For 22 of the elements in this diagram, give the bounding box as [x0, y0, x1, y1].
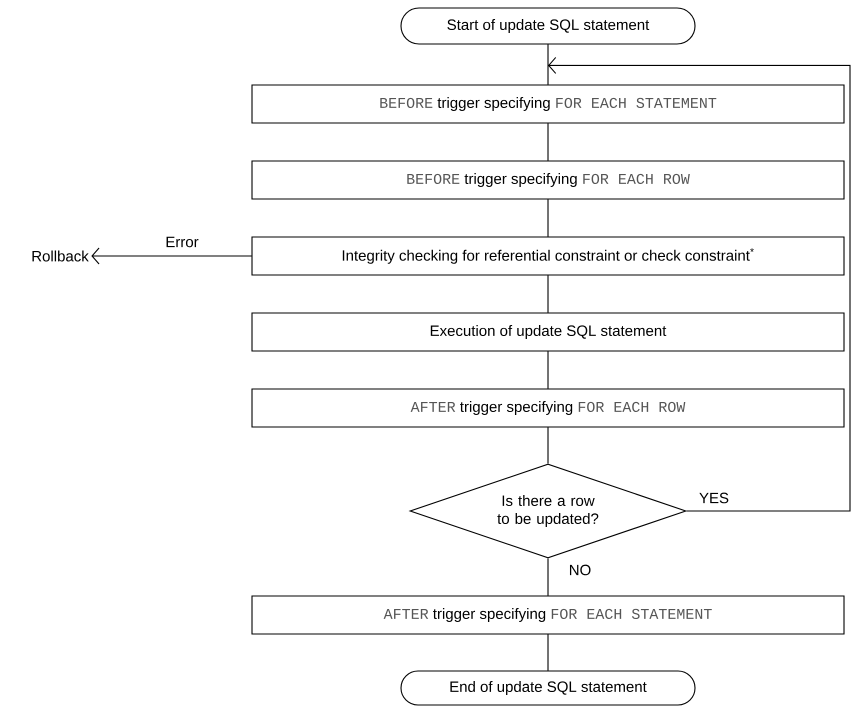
connector-line	[547, 428, 549, 464]
edge-label: YES	[698, 492, 730, 504]
connector-line	[547, 634, 549, 670]
process-box: Execution of update SQL statement	[251, 312, 845, 352]
terminal-box: End of update SQL statement	[400, 670, 696, 706]
connector-line	[547, 276, 549, 312]
arrow	[91, 248, 252, 264]
arrow	[548, 57, 851, 512]
connector-line	[547, 124, 549, 160]
connector-line	[547, 558, 549, 596]
connector-line	[547, 200, 549, 236]
terminal-box: Start of update SQL statement	[400, 7, 696, 45]
connector-line	[547, 44, 549, 84]
connector-line	[547, 352, 549, 388]
end-label: Rollback	[32, 250, 89, 262]
process-box: BEFORE trigger specifying FOR EACH ROW	[251, 160, 845, 200]
process-box: Integrity checking for referential constraint or check constraint$^{*}$	[251, 236, 845, 276]
edge-label: Error	[164, 236, 200, 248]
process-box: AFTER trigger specifying FOR EACH STATEMENT	[251, 595, 845, 635]
edge-label: NO	[568, 564, 592, 576]
process-box: AFTER trigger specifying FOR EACH ROW	[251, 388, 845, 428]
process-box: BEFORE trigger specifying FOR EACH STATEMENT	[251, 84, 845, 124]
